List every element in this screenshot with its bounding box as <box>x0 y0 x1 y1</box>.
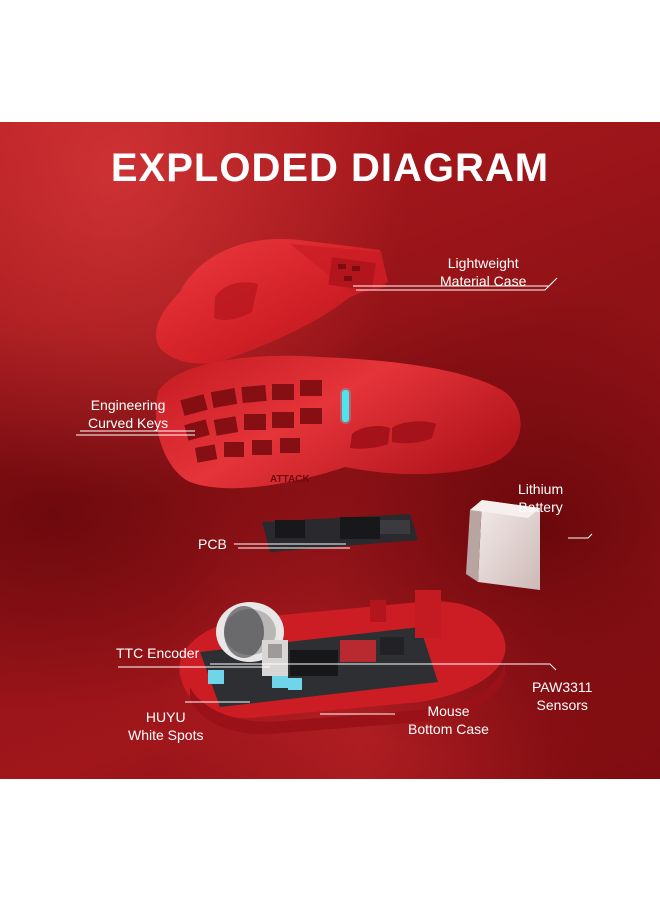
diagram-title: EXPLODED DIAGRAM <box>110 146 550 190</box>
diagram-panel: ATTACK <box>0 122 660 779</box>
label-line: HUYU <box>145 709 186 725</box>
label-line: Lithium <box>518 481 564 497</box>
svg-text:ATTACK: ATTACK <box>270 474 310 485</box>
bottom-case <box>179 590 506 735</box>
label-line: Mouse <box>427 703 470 719</box>
label-curved-keys: Engineering Curved Keys <box>88 396 168 432</box>
leader-lines <box>76 277 593 715</box>
label-line: Lightweight <box>447 255 519 271</box>
label-switches: HUYU White Spots <box>128 708 203 744</box>
main-body: ATTACK <box>155 355 521 489</box>
label-line: Curved Keys <box>88 415 169 431</box>
label-line: Engineering <box>90 397 166 413</box>
label-line: Battery <box>518 499 563 515</box>
label-battery: Lithium Battery <box>518 480 563 516</box>
label-line: White Spots <box>128 727 204 743</box>
battery-part <box>466 500 540 590</box>
exploded-mouse-illustration: ATTACK <box>76 238 593 735</box>
top-shell <box>156 238 388 364</box>
pcb-part <box>262 514 418 552</box>
label-bottom-case: Mouse Bottom Case <box>408 702 489 738</box>
label-line: Material Case <box>440 273 527 289</box>
label-line: TTC Encoder <box>116 645 200 661</box>
label-lightweight-case: Lightweight Material Case <box>440 254 526 290</box>
label-line: PCB <box>198 536 227 552</box>
label-line: Bottom Case <box>408 721 489 737</box>
label-encoder: TTC Encoder <box>116 644 199 662</box>
label-sensor: PAW3311 Sensors <box>532 678 592 714</box>
label-pcb: PCB <box>198 535 227 553</box>
label-line: PAW3311 <box>532 679 593 695</box>
label-line: Sensors <box>536 697 588 713</box>
